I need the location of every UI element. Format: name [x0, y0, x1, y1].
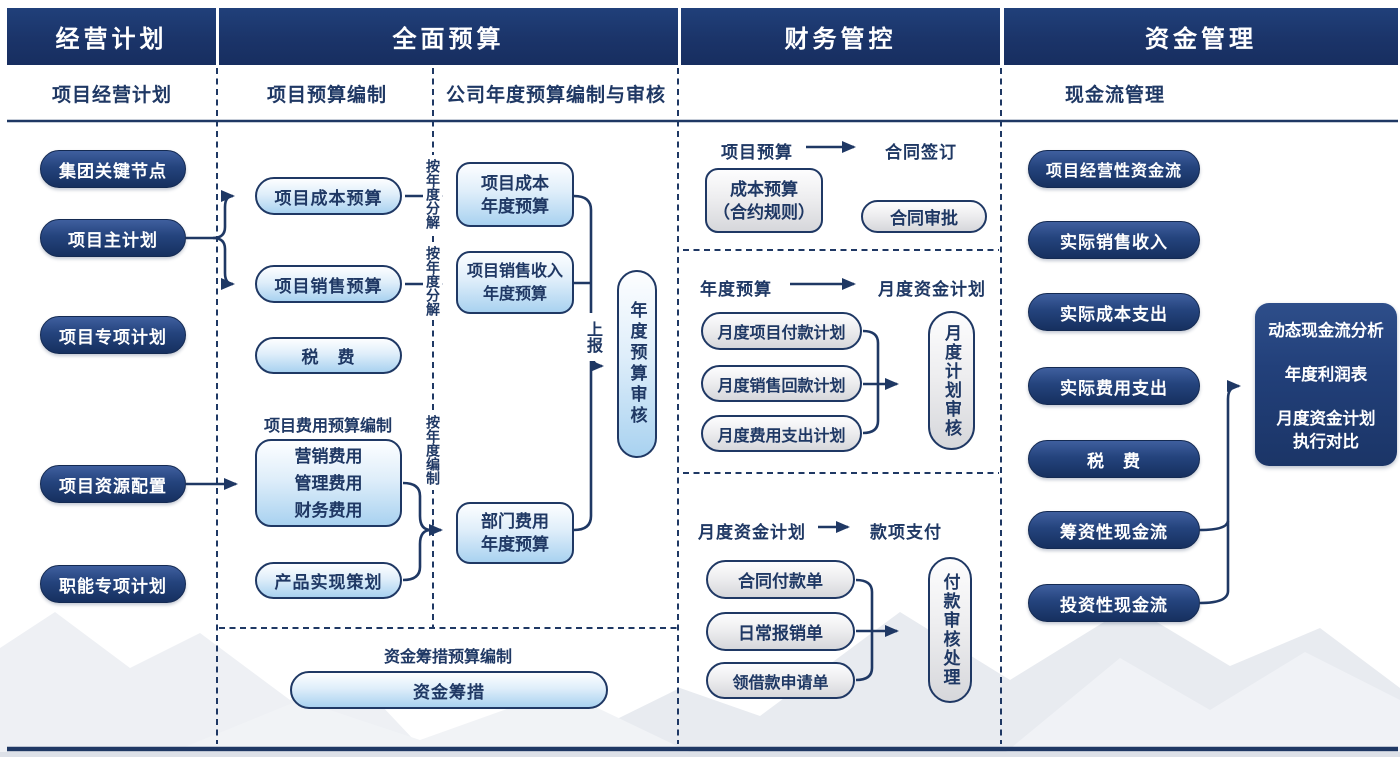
pill-project-cost-budget: 项目成本预算 — [255, 177, 402, 215]
label-decompose-by-year-2: 按年度分解 — [424, 242, 442, 320]
fee-line-finance: 财务费用 — [294, 500, 363, 520]
label-annual-budget: 年度预算 — [700, 280, 772, 299]
contract-rules-line1: 成本预算 — [730, 179, 798, 199]
pill-function-special-plan: 职能专项计划 — [40, 565, 186, 603]
label-report-up: 上报 — [581, 313, 601, 361]
label-decompose-by-year-1: 按年度分解 — [424, 155, 442, 233]
analysis-line-annual-profit: 年度利润表 — [1284, 366, 1368, 384]
fee-line-management: 管理费用 — [294, 473, 363, 493]
label-payment-disbursement: 款项支付 — [870, 523, 942, 542]
pill-investing-cashflow: 投资性现金流 — [1028, 584, 1200, 622]
header-finance-control: 财务管控 — [681, 8, 1000, 65]
pill-project-master-plan: 项目主计划 — [40, 219, 186, 257]
analysis-line-monthly-plan: 月度资金计划 — [1276, 410, 1376, 428]
pill-monthly-expense-plan: 月度费用支出计划 — [701, 415, 862, 452]
pill-contract-payment-form: 合同付款单 — [706, 560, 855, 599]
pill-project-resource-allocation: 项目资源配置 — [40, 465, 186, 503]
pill-funding: 资金筹措 — [290, 671, 608, 709]
label-contract-signing: 合同签订 — [885, 143, 957, 162]
subheader-project-business-plan: 项目经营计划 — [51, 85, 172, 106]
annual-cost-line2: 年度预算 — [481, 196, 549, 216]
label-funding-budgeting: 资金筹措预算编制 — [383, 649, 512, 666]
box-cost-budget-contract-rules: 成本预算 （合约规则） — [705, 168, 823, 233]
pill-project-sales-budget: 项目销售预算 — [255, 265, 402, 303]
dept-fee-line1: 部门费用 — [481, 512, 549, 531]
pill-group-key-nodes: 集团关键节点 — [40, 150, 186, 188]
label-project-fee-budgeting: 项目费用预算编制 — [263, 418, 392, 435]
pill-actual-cost-expense: 实际成本支出 — [1028, 293, 1200, 331]
capsule-payment-review-processing: 付款审核处理 — [928, 557, 972, 703]
annual-cost-line1: 项目成本 — [481, 173, 549, 193]
annual-sales-line1: 项目销售收入 — [466, 262, 563, 280]
header-full-budget: 全面预算 — [219, 8, 678, 65]
pill-project-operating-cashflow: 项目经营性资金流 — [1028, 150, 1200, 188]
pill-loan-request-form: 领借款申请单 — [706, 662, 855, 699]
pill-contract-approval: 合同审批 — [861, 200, 987, 233]
subheader-annual-budget-review: 公司年度预算编制与审核 — [445, 85, 666, 106]
box-dept-fee-budget: 部门费用 年度预算 — [456, 502, 574, 564]
label-monthly-fund-plan: 月度资金计划 — [878, 280, 986, 299]
analysis-line-execution-compare: 执行对比 — [1293, 433, 1359, 451]
pill-monthly-sales-collection-plan: 月度销售回款计划 — [701, 365, 862, 402]
subheader-project-budgeting: 项目预算编制 — [266, 85, 387, 106]
header-business-plan: 经营计划 — [7, 8, 216, 65]
pill-daily-reimbursement-form: 日常报销单 — [706, 612, 855, 651]
contract-rules-line2: （合约规则） — [713, 202, 815, 222]
label-monthly-fund-plan-2: 月度资金计划 — [698, 523, 806, 542]
box-annual-sales-budget: 项目销售收入 年度预算 — [456, 251, 574, 314]
pill-tax-fee-capital: 税 费 — [1028, 440, 1200, 478]
analysis-line-dynamic-cashflow: 动态现金流分析 — [1268, 322, 1384, 340]
pill-project-special-plan: 项目专项计划 — [40, 316, 186, 354]
pill-actual-sales-income: 实际销售收入 — [1028, 221, 1200, 259]
header-capital-management: 资金管理 — [1004, 8, 1398, 65]
subheader-cashflow-management: 现金流管理 — [1064, 85, 1165, 106]
box-annual-cost-budget: 项目成本 年度预算 — [456, 162, 574, 227]
pill-tax-fee: 税 费 — [255, 337, 402, 374]
pill-financing-cashflow: 筹资性现金流 — [1028, 511, 1200, 549]
pill-monthly-project-payment-plan: 月度项目付款计划 — [701, 312, 862, 350]
fee-line-marketing: 营销费用 — [294, 446, 363, 466]
dept-fee-line2: 年度预算 — [481, 535, 549, 554]
annual-sales-line2: 年度预算 — [482, 285, 547, 303]
box-project-fees: 营销费用 管理费用 财务费用 — [255, 439, 402, 527]
pill-actual-fee-expense: 实际费用支出 — [1028, 367, 1200, 405]
box-cashflow-analysis: 动态现金流分析 年度利润表 月度资金计划 执行对比 — [1255, 303, 1397, 466]
label-compile-by-year: 按年度编制 — [424, 410, 442, 490]
capsule-annual-budget-review: 年度预算审核 — [617, 270, 657, 458]
capsule-monthly-plan-review: 月度计划审核 — [928, 311, 975, 450]
label-project-budget: 项目预算 — [721, 143, 793, 162]
pill-product-realization-plan: 产品实现策划 — [255, 562, 402, 599]
